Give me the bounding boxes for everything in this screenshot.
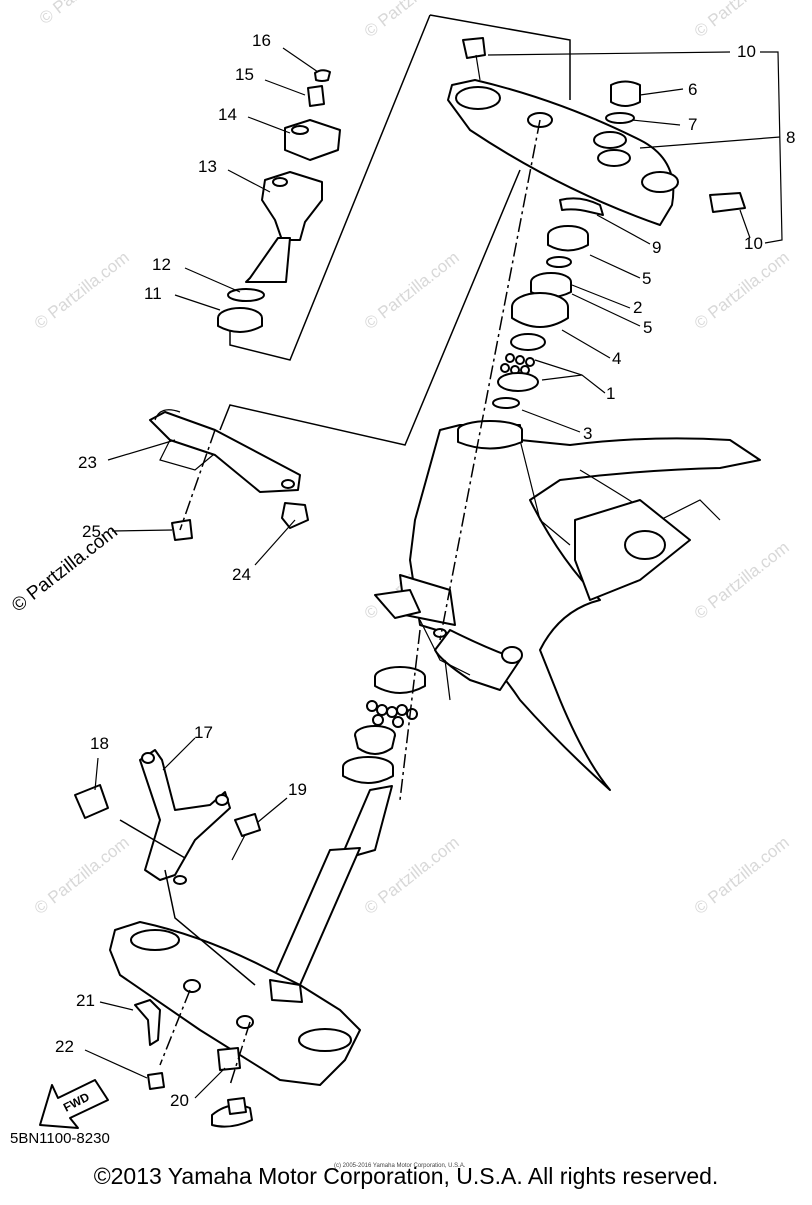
callout-25: 25	[82, 522, 101, 541]
callout-13: 13	[198, 157, 217, 176]
callout-24: 24	[232, 565, 251, 584]
leader-lines	[84, 47, 783, 1099]
small-print: (c) 2005-2016 Yamaha Motor Corporation, …	[334, 1163, 466, 1169]
callout-14: 14	[218, 105, 237, 124]
assembly-lines	[119, 14, 571, 1086]
callout-numbers: 16 15 14 13 12 11 10 6 7 8 10 9 5 2 5 4 …	[55, 31, 795, 1110]
callout-15: 15	[235, 65, 254, 84]
callout-22: 22	[55, 1037, 74, 1056]
callout-12: 12	[152, 255, 171, 274]
callout-10-top: 10	[737, 42, 756, 61]
callout-3: 3	[583, 424, 592, 443]
callout-8: 7	[688, 115, 697, 134]
callout-5-lower: 5	[643, 318, 652, 337]
fwd-arrow: FWD	[39, 1079, 109, 1129]
callout-17: 17	[194, 723, 213, 742]
watermark: © Partzilla.com	[691, 833, 793, 919]
cable-guide	[149, 409, 309, 541]
callout-10-bottom: 10	[744, 234, 763, 253]
callout-5-upper: 5	[642, 269, 651, 288]
bearing-stack	[492, 197, 604, 409]
callout-6: 9	[652, 238, 661, 257]
callout-23: 23	[78, 453, 97, 472]
callout-18: 18	[90, 734, 109, 753]
diagram-code: 5BN1100-8230	[10, 1130, 110, 1147]
watermark: © Partzilla.com	[691, 248, 793, 334]
callout-16: 16	[252, 31, 271, 50]
callout-19: 19	[288, 780, 307, 799]
copyright-footer: ©2013 Yamaha Motor Corporation, U.S.A. A…	[93, 1163, 719, 1189]
watermark: © Partzilla.com	[36, 0, 138, 28]
callout-7: 6	[688, 80, 697, 99]
stay-parts	[74, 749, 261, 885]
under-bracket	[109, 666, 426, 1128]
watermark: © Partzilla.com	[361, 248, 463, 334]
frame-drawing	[374, 420, 761, 791]
watermark: © Partzilla.com	[691, 0, 793, 41]
watermark: © Partzilla.com	[691, 538, 793, 624]
callout-11: 11	[144, 284, 162, 303]
callout-20: 20	[170, 1091, 189, 1110]
upper-bracket	[447, 37, 746, 226]
watermark: © Partzilla.com	[361, 0, 463, 41]
callout-21: 21	[76, 991, 95, 1010]
handlebar-holder	[217, 69, 341, 333]
callout-9: 8	[786, 128, 795, 147]
callout-1: 1	[606, 384, 615, 403]
watermark: © Partzilla.com	[31, 248, 133, 334]
callout-4: 4	[612, 349, 621, 368]
watermark: © Partzilla.com	[31, 833, 133, 919]
callout-2: 2	[633, 298, 642, 317]
